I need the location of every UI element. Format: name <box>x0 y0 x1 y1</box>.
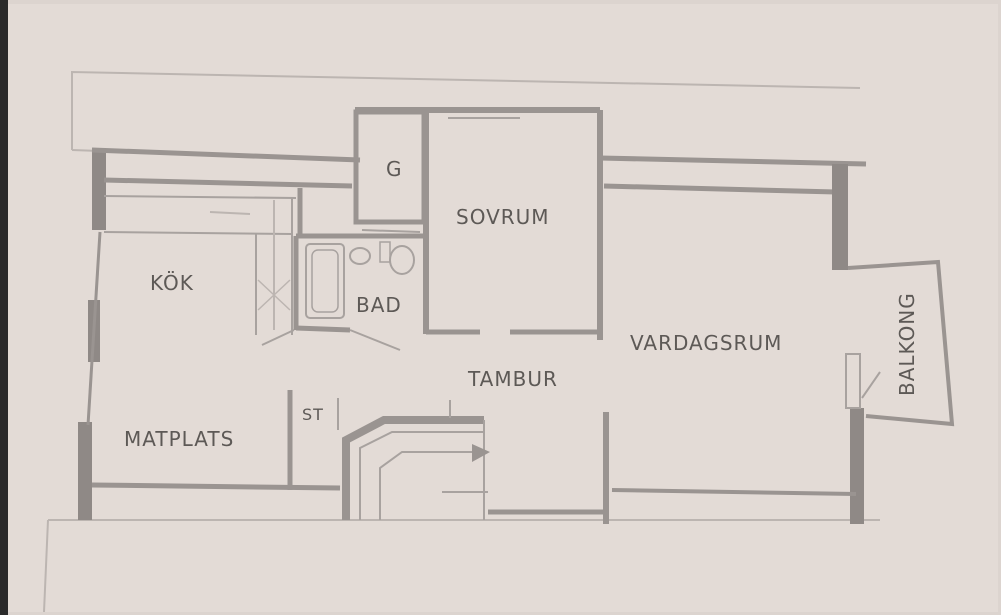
kitchen-counter <box>103 198 295 346</box>
stair-arrow-icon <box>472 444 490 462</box>
bathroom-walls <box>293 188 424 351</box>
room-label-tambur: TAMBUR <box>467 367 558 391</box>
room-label-garderob: G <box>386 157 403 181</box>
room-label-balkong: BALKONG <box>895 292 919 396</box>
room-label-vardagsrum: VARDAGSRUM <box>630 331 782 355</box>
bedroom-walls <box>423 110 603 340</box>
room-label-matplats: MATPLATS <box>124 427 234 451</box>
left-dark-edge <box>0 0 8 615</box>
room-label-st: ST <box>302 405 324 424</box>
storage-walls <box>287 390 339 490</box>
stairwell <box>342 400 490 520</box>
balcony <box>845 259 955 427</box>
room-label-kok: KÖK <box>150 271 194 295</box>
room-label-sovrum: SOVRUM <box>456 205 550 229</box>
room-label-bad: BAD <box>356 293 402 317</box>
exterior-walls <box>78 107 867 524</box>
entrance-walls <box>488 412 609 524</box>
